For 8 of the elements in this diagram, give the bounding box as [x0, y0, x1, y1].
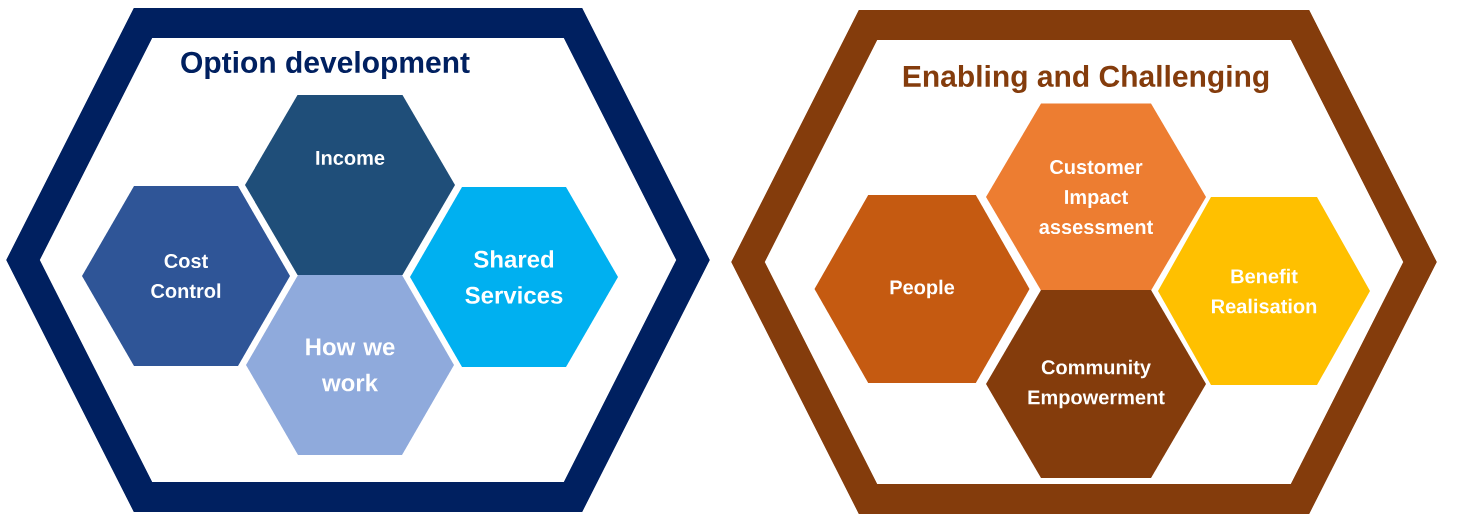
hexagon: Benefit Realisation — [1158, 197, 1370, 385]
hexagon: Community Empowerment — [986, 290, 1206, 478]
hexagon: Shared Services — [410, 187, 618, 367]
hexagon: Income — [245, 95, 455, 275]
hexagon: How we work — [246, 275, 454, 455]
hexagon: People — [814, 195, 1030, 383]
hexagon: Cost Control — [82, 186, 290, 366]
hexagon: Customer Impact assessment — [986, 103, 1206, 291]
